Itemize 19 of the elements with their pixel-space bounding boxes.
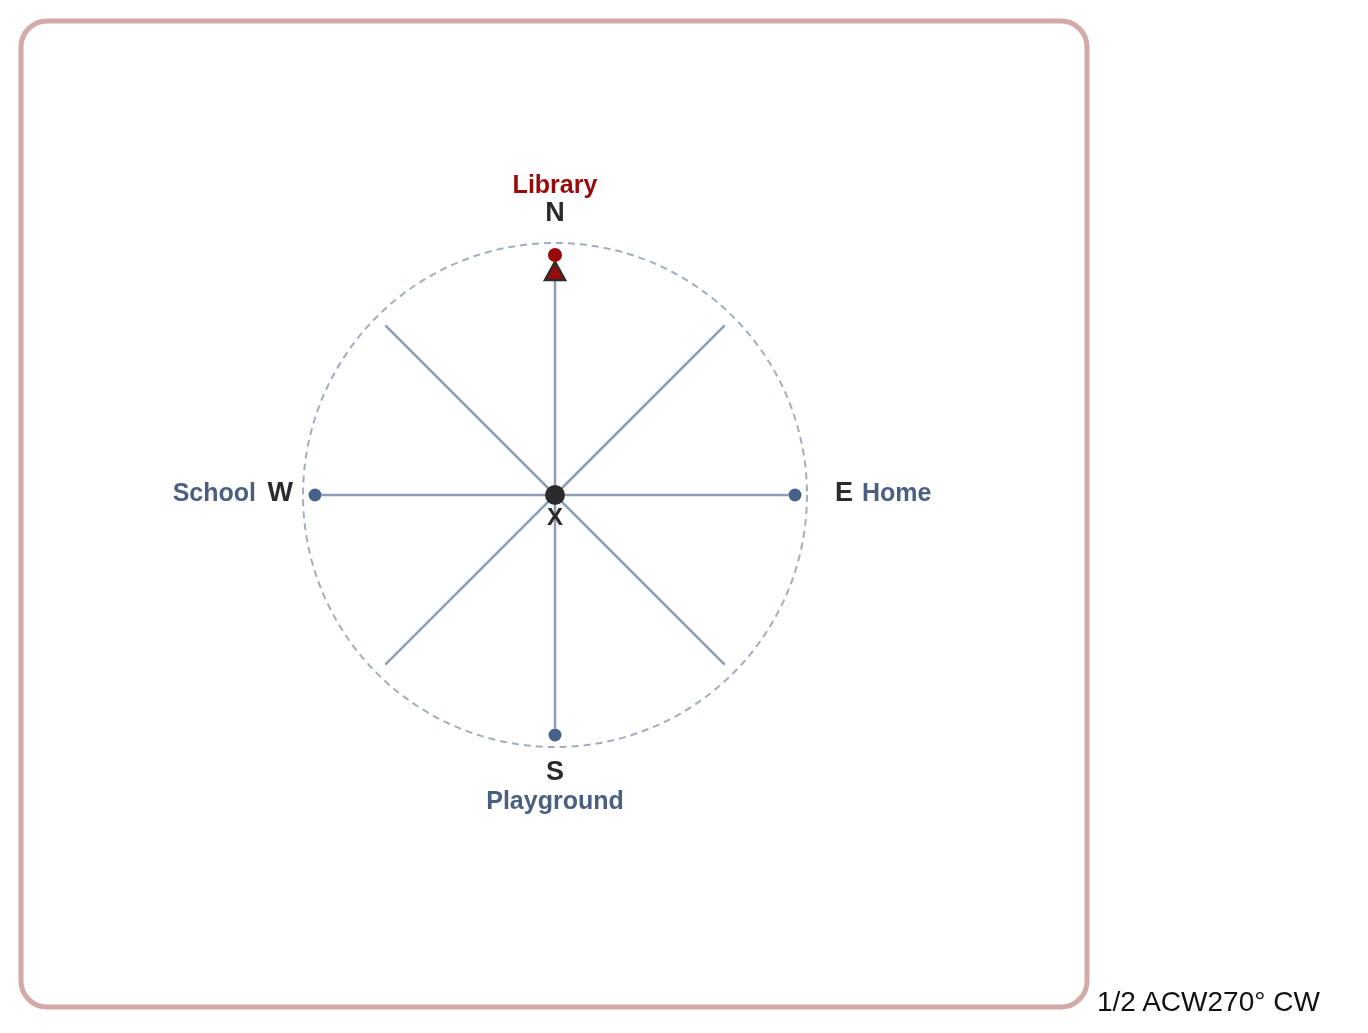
compass-letter: S [546, 757, 564, 785]
place-name: Library [512, 171, 598, 197]
place-name: Playground [486, 787, 624, 813]
center-dot [545, 485, 565, 505]
location-dot [308, 488, 322, 502]
center-label: X [547, 505, 563, 529]
compass-line [543, 260, 567, 485]
compass-letter: N [545, 198, 565, 226]
compass-line [321, 493, 545, 497]
footer-note: 1/2 ACW270° CW [1097, 988, 1320, 1016]
compass-line [565, 493, 789, 497]
place-name: Home [862, 479, 932, 505]
compass-letter: E [835, 478, 853, 506]
compass-letter: W [267, 478, 293, 506]
pin-head [548, 248, 562, 262]
location-dot [548, 728, 562, 742]
compass-line [553, 505, 557, 729]
place-name: School [172, 479, 256, 505]
location-dot [788, 488, 802, 502]
